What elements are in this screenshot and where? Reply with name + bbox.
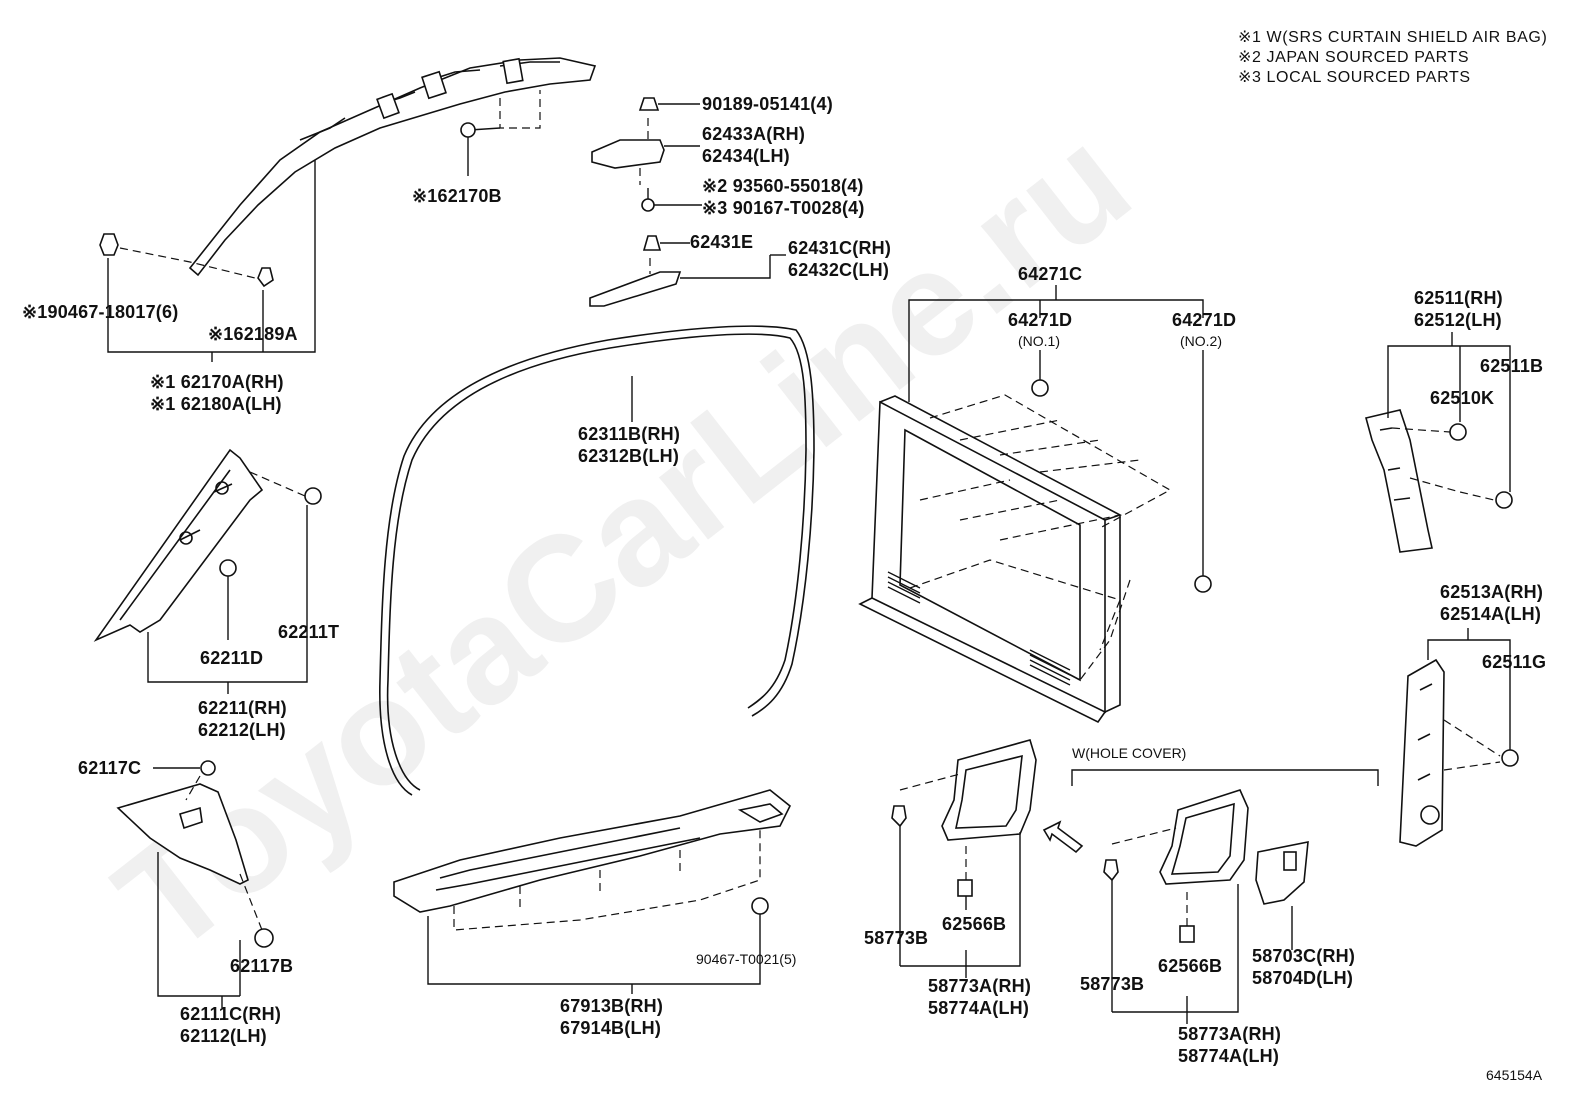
label-62117b: 62117B (230, 956, 293, 976)
label-90467-t0021: 90467-T0021(5) (696, 951, 796, 967)
hole-cover-right-58773a (1159, 789, 1249, 885)
label-62431e: 62431E (690, 232, 753, 252)
label-62566b-2: 62566B (1158, 956, 1222, 976)
clip-64271d-no1 (1031, 350, 1049, 397)
label-62432c: 62432C(LH) (788, 260, 889, 280)
label-62433a: 62433A(RH) (702, 124, 805, 144)
label-62434: 62434(LH) (702, 146, 790, 166)
clip-62211d (219, 559, 237, 640)
label-62170a: ※1 62170A(RH) (150, 372, 284, 392)
trim-62211 (93, 448, 264, 642)
curtain-airbag-part (188, 57, 597, 277)
clip-64271d-no2 (1194, 350, 1212, 593)
label-62311b: 62311B(RH) (578, 424, 680, 444)
label-62512: 62512(LH) (1414, 310, 1502, 330)
label-62511b: 62511B (1480, 356, 1543, 376)
hole-cover-58703c (1255, 841, 1309, 905)
scuff-plate-67913b (393, 789, 792, 913)
label-62111c: 62111C(RH) (180, 1004, 281, 1024)
label-62211d: 62211D (200, 648, 263, 668)
label-58773b-2: 58773B (1080, 974, 1144, 994)
label-62511g: 62511G (1482, 652, 1546, 672)
label-62510k: 62510K (1430, 388, 1494, 408)
clip-62510k (1449, 423, 1467, 441)
label-hole-cover: W(HOLE COVER) (1072, 745, 1186, 761)
label-62312b: 62312B(LH) (578, 446, 679, 466)
clip-62566b-2 (1179, 892, 1195, 943)
trim-62111c (116, 783, 249, 885)
back-panel-64271c (858, 395, 1123, 724)
clip-62511b (1495, 491, 1513, 509)
label-62514a: 62514A(LH) (1440, 604, 1541, 624)
clip-62566b-1 (957, 846, 973, 910)
label-58704d: 58704D(LH) (1252, 968, 1353, 988)
label-62513a: 62513A(RH) (1440, 582, 1543, 602)
label-64271c: 64271C (1018, 264, 1082, 284)
label-58774a-2: 58774A(LH) (1178, 1046, 1279, 1066)
label-90189: 90189-05141(4) (702, 94, 833, 114)
label-62566b-1: 62566B (942, 914, 1006, 934)
trim-62511 (1365, 409, 1433, 553)
label-62211t: 62211T (278, 622, 339, 642)
screw-90467-t0021 (751, 897, 769, 968)
note-3: ※3 LOCAL SOURCED PARTS (1238, 69, 1471, 86)
screw-93560 (641, 188, 655, 212)
label-58703c: 58703C(RH) (1252, 946, 1355, 966)
label-62170b: ※162170B (412, 186, 502, 206)
diagram-id: 645154A (1486, 1067, 1543, 1083)
label-62180a: ※1 62180A(LH) (150, 394, 282, 414)
label-64271d-2: 64271D (1172, 310, 1236, 330)
label-62211: 62211(RH) (198, 698, 287, 718)
label-58773b-1: 58773B (864, 928, 928, 948)
clip-62189a (257, 267, 274, 288)
hole-cover-left-58773a (941, 739, 1037, 841)
clip-62431e (642, 235, 662, 251)
label-64271d-no2: (NO.2) (1180, 333, 1222, 349)
label-62112: 62112(LH) (180, 1026, 267, 1046)
clip-62211t (304, 487, 322, 505)
label-62117c: 62117C (78, 758, 141, 778)
label-58773a-1: 58773A(RH) (928, 976, 1031, 996)
label-90167: ※3 90167-T0028(4) (702, 198, 865, 218)
label-62212: 62212(LH) (198, 720, 286, 740)
trim-62513a (1399, 658, 1445, 847)
trim-62431c (589, 258, 682, 307)
clip-62170b (460, 122, 476, 176)
label-93560: ※2 93560-55018(4) (702, 176, 864, 196)
label-62511: 62511(RH) (1414, 288, 1503, 308)
clip-62117c (200, 760, 216, 776)
clip-90189 (638, 97, 660, 111)
weatherstrip-62311b (379, 325, 815, 796)
label-64271d-no1: (NO.1) (1018, 333, 1060, 349)
label-62431c: 62431C(RH) (788, 238, 891, 258)
note-1: ※1 W(SRS CURTAIN SHIELD AIR BAG) (1238, 29, 1547, 46)
label-62189a: ※162189A (208, 324, 298, 344)
label-58773a-2: 58773A(RH) (1178, 1024, 1281, 1044)
bracket-62433a (591, 118, 665, 185)
clip-58773b-2 (1103, 859, 1119, 1012)
label-67914b: 67914B(LH) (560, 1018, 661, 1038)
label-64271d-1: 64271D (1008, 310, 1072, 330)
label-67913b: 67913B(RH) (560, 996, 663, 1016)
label-58774a-1: 58774A(LH) (928, 998, 1029, 1018)
label-90467-18017: ※190467-18017(6) (22, 302, 178, 322)
note-2: ※2 JAPAN SOURCED PARTS (1238, 49, 1469, 66)
clip-62511g (1501, 749, 1519, 767)
clip-90467-18017 (99, 233, 119, 256)
clip-62117b (254, 928, 274, 948)
clip-58773b-1 (891, 805, 907, 966)
arrow-icon (1042, 820, 1084, 854)
